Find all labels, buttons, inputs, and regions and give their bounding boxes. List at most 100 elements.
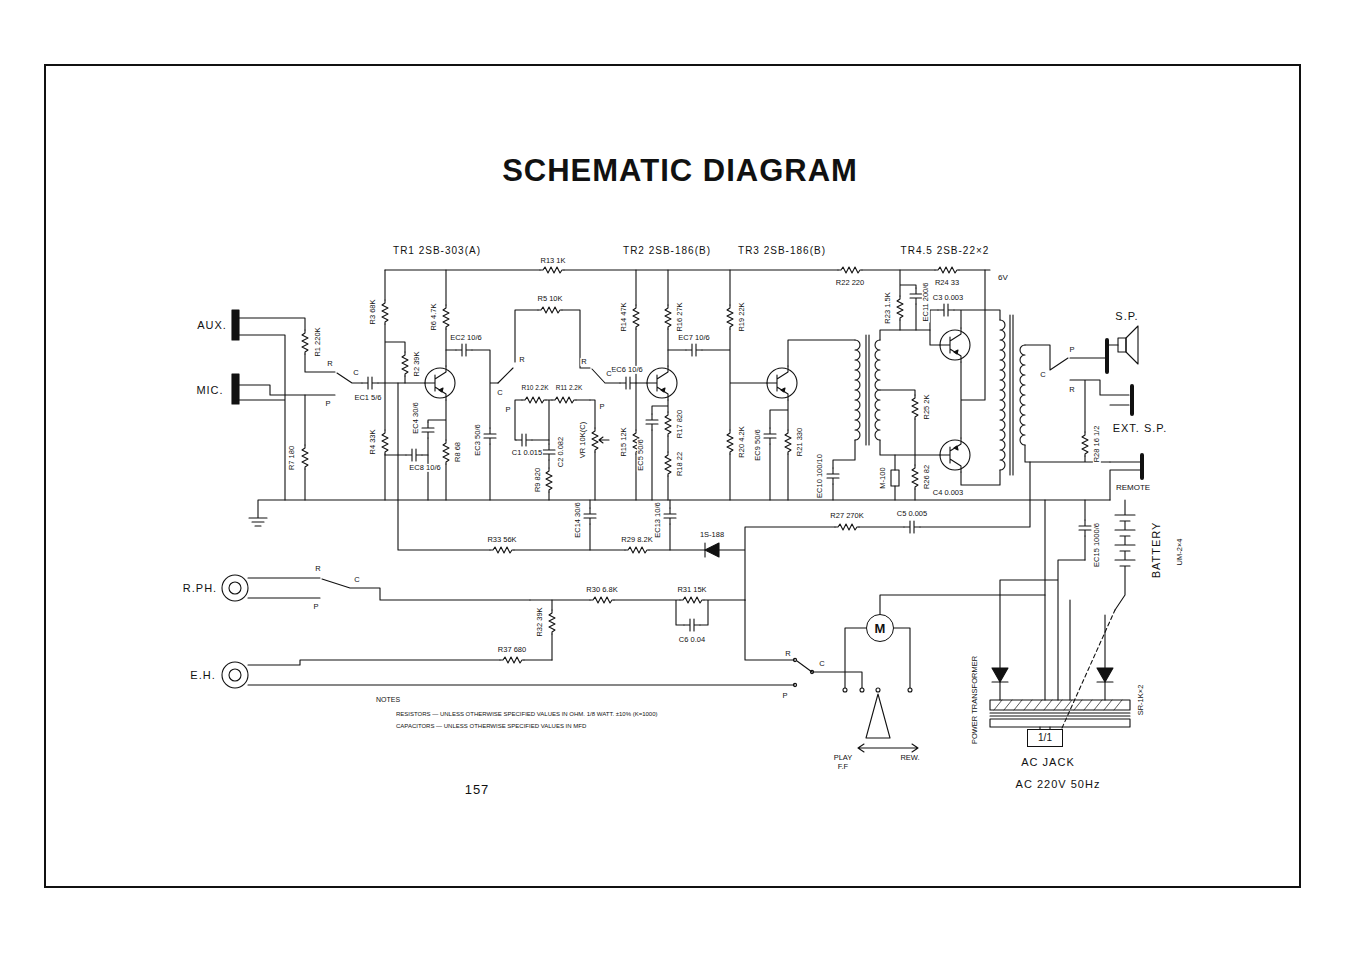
component-symbol [1082, 432, 1088, 456]
component-symbol [422, 422, 434, 438]
component-value: C3 0.003 [932, 294, 964, 302]
component-value: R24 33 [934, 279, 960, 287]
component-symbol [456, 344, 472, 356]
component-value: NOTES [375, 696, 401, 704]
component-value: REW. [899, 754, 920, 762]
component-symbol [727, 305, 733, 329]
wire [498, 310, 590, 383]
component-symbol [785, 430, 791, 454]
component-symbol [540, 267, 564, 273]
wire [1020, 345, 1025, 445]
component-symbol [910, 288, 922, 304]
wire [222, 575, 248, 601]
component-symbol [835, 524, 859, 530]
component-symbol [443, 440, 449, 464]
wire [1010, 315, 1013, 475]
component-value: C5 0.005 [896, 510, 928, 518]
component-symbol [500, 657, 524, 663]
component-value: R [518, 356, 525, 364]
wire [990, 713, 1130, 716]
wire [1000, 500, 1105, 700]
component-value: EC1 5/6 [353, 394, 382, 402]
wire [222, 270, 1142, 752]
component-value: EC7 10/6 [677, 334, 710, 342]
component-symbol [912, 395, 918, 419]
component-value: R16 27K [676, 301, 684, 332]
component-value: EC14 30/6 [574, 501, 582, 538]
component-value: R14 47K [620, 301, 628, 332]
component-value: EC11 200/6 [922, 281, 930, 322]
component-value: R10 2.2K [520, 384, 549, 391]
wire [249, 500, 1110, 526]
part-label: TR2 2SB-186(B) [622, 245, 712, 256]
wire [961, 270, 1000, 485]
component-value: R8 68 [454, 441, 462, 463]
component-symbol [406, 449, 422, 461]
component-symbol [382, 430, 388, 454]
component-value: CAPACITORS — UNLESS OTHERWISE SPECIFIED … [395, 723, 587, 730]
component-value: 6V [997, 274, 1009, 283]
component-value: EC4 30/6 [412, 401, 420, 434]
wire [704, 543, 705, 557]
component-value: R9 820 [534, 467, 542, 493]
wire [992, 668, 1113, 682]
component-value: M-100 [879, 466, 887, 489]
component-symbol [633, 305, 639, 329]
component-symbol [546, 468, 552, 492]
wire [810, 670, 813, 673]
component-symbol [490, 547, 514, 553]
component-value: P [1068, 346, 1075, 354]
component-value: R [580, 358, 587, 366]
component-symbol [912, 465, 918, 489]
component-value: R18 22 [676, 451, 684, 477]
component-symbol [402, 352, 408, 376]
wire [833, 335, 869, 500]
component-value: R23 1.5K [884, 291, 892, 324]
component-symbol [484, 428, 496, 444]
wire [812, 595, 1045, 688]
component-symbol [664, 508, 676, 524]
wire [1107, 340, 1142, 478]
wire [908, 688, 912, 692]
component-symbol [549, 610, 555, 634]
component-symbol [764, 428, 776, 444]
component-value: EC6 10/6 [610, 366, 643, 374]
component-symbol [827, 468, 839, 484]
component-value: UM-2×4 [1176, 538, 1184, 567]
component-value: R7 180 [288, 445, 296, 471]
component-value: POWER TRANSFORMER [971, 655, 979, 745]
wire [793, 683, 796, 686]
component-value: R4 33K [369, 428, 377, 455]
component-symbol [590, 597, 614, 603]
component-value: R32 39K [536, 606, 544, 637]
component-symbol [727, 430, 733, 454]
component-value: R37 680 [497, 646, 527, 654]
ac-jack-box: 1/1 [1027, 729, 1063, 747]
component-value: R [784, 650, 791, 658]
wire [894, 455, 895, 500]
component-value: R6 4.7K [430, 302, 438, 331]
wire [992, 682, 1113, 700]
wire [551, 600, 552, 660]
component-symbol [1079, 520, 1091, 536]
node-text: 1/1 [1038, 733, 1052, 743]
component-symbol [538, 307, 562, 313]
page-number: 157 [464, 783, 491, 797]
component-symbol [904, 521, 920, 533]
wire [770, 340, 855, 500]
component-value: P [781, 692, 788, 700]
component-value: F.F [837, 763, 849, 771]
component-value: P [324, 400, 331, 408]
component-symbol [665, 452, 671, 476]
component-value: R29 8.2K [620, 536, 653, 544]
wire [1118, 338, 1126, 352]
part-label: BATTERY [1150, 521, 1162, 580]
part-label: AC JACK [1020, 756, 1075, 768]
component-value: EC5 50/6 [637, 438, 645, 471]
component-symbol [940, 438, 970, 472]
component-value: R17 820 [676, 409, 684, 439]
component-value: EC2 10/6 [449, 334, 482, 342]
wire [891, 470, 899, 486]
component-value: R31 15K [676, 586, 707, 594]
